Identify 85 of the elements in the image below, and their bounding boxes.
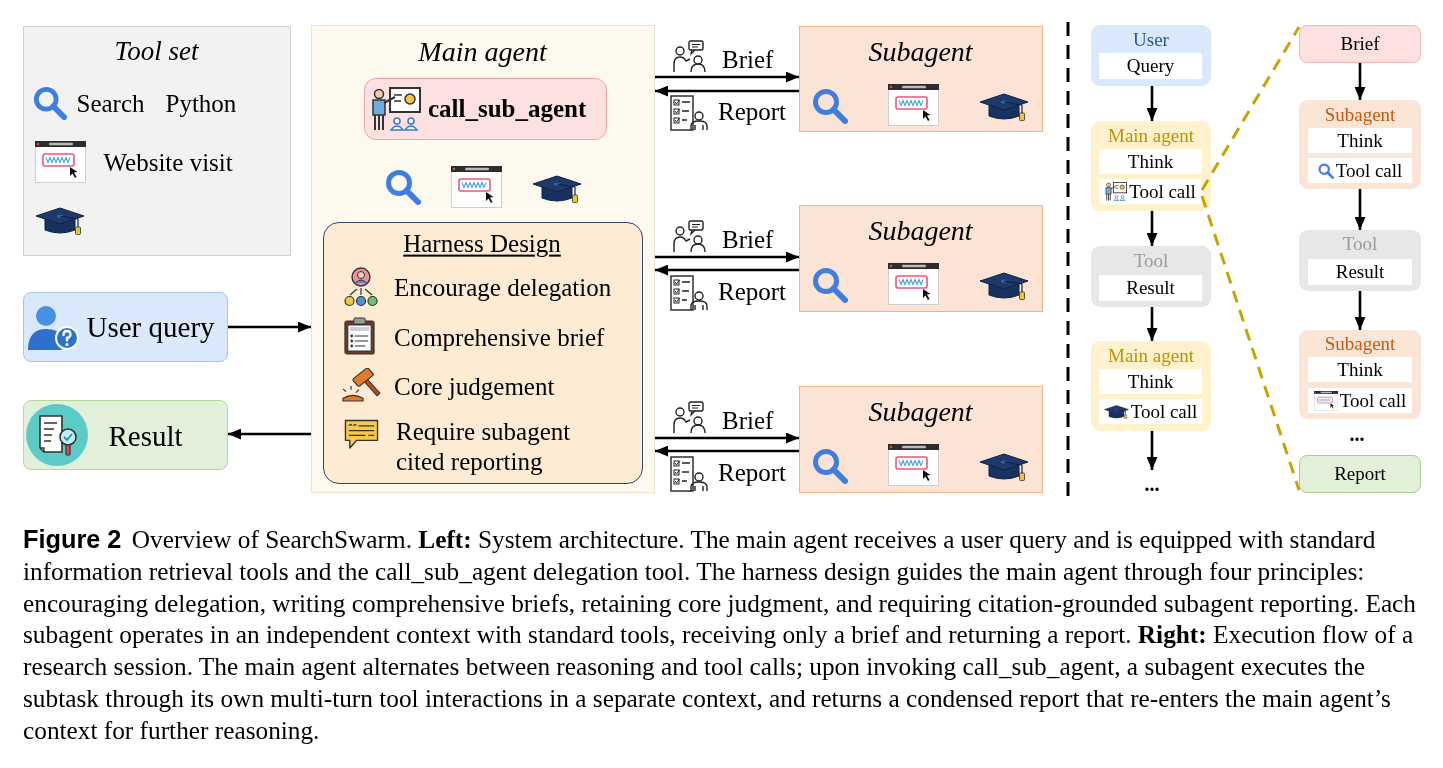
- panel-title: Subagent: [868, 35, 973, 68]
- step-label: Think: [1127, 370, 1174, 393]
- arrow: [228, 321, 311, 333]
- panel-title: Main agent: [418, 35, 547, 68]
- panel-title: Subagent: [868, 214, 973, 247]
- step-label: Think: [1337, 358, 1383, 381]
- harness-design-box: [322, 221, 643, 484]
- step-label: Result: [1335, 261, 1385, 283]
- step-label: Result: [1126, 277, 1175, 299]
- sub-step-box: [1099, 275, 1202, 301]
- function-box: [363, 77, 607, 140]
- sub-step-box: [1099, 179, 1202, 204]
- sub-step-box: [1308, 388, 1412, 413]
- step-label: Brief: [1340, 33, 1380, 55]
- ellipsis-text: ...: [1349, 422, 1365, 446]
- tool-set-panel: [23, 26, 291, 256]
- flow-step-box: [1299, 330, 1421, 419]
- step-label: Tool call: [1339, 389, 1407, 412]
- step-title: Main agent: [1108, 125, 1194, 147]
- flow-step-box: [1299, 230, 1421, 291]
- arrow: [655, 85, 799, 97]
- arrow: [1146, 211, 1158, 246]
- principle-label: Encourage delegation: [394, 273, 612, 303]
- flow-step-box: [1091, 121, 1211, 211]
- sub-step-box: [1099, 369, 1202, 394]
- dashed-line: [1200, 195, 1301, 491]
- flow-step-box: [1091, 246, 1211, 307]
- step-title: Subagent: [1324, 104, 1396, 126]
- arrow: [1146, 86, 1158, 121]
- tool-label: Python: [165, 89, 237, 118]
- sub-step-box: [1308, 259, 1412, 285]
- step-label: Tool call: [1335, 159, 1403, 182]
- input-box: [23, 292, 228, 362]
- arrow: [1354, 189, 1366, 230]
- step-label: Think: [1337, 129, 1383, 152]
- step-label: Think: [1127, 150, 1174, 173]
- arrow: [655, 432, 799, 444]
- step-title: Tool: [1342, 233, 1378, 255]
- step-title: Subagent: [1324, 333, 1396, 355]
- section-heading: Harness Design: [403, 229, 561, 259]
- sub-step-box: [1099, 149, 1202, 174]
- panel-title: Tool set: [114, 36, 199, 67]
- principle-label: Core judgement: [394, 372, 555, 402]
- arrow: [1354, 63, 1366, 100]
- node-label: Result: [108, 419, 183, 454]
- flow-step-box: [1091, 25, 1211, 86]
- tool-label: Search: [76, 89, 145, 118]
- principle-label: Comprehensive brief: [394, 323, 605, 353]
- arrow: [1146, 431, 1158, 470]
- arrow: [1354, 291, 1366, 330]
- step-label: Tool call: [1129, 180, 1196, 203]
- subagent-box: [799, 205, 1043, 312]
- subagent-box: [799, 386, 1043, 493]
- flow-step-box: [1091, 341, 1211, 431]
- main-agent-panel: [311, 25, 655, 493]
- figure-caption: Figure 2 Overview of SearchSwarm. Left: System architecture. The main agent receives a user query and is equipped with standard information retrieval tools and the call_sub_agent delegation tool. The harness design guides the main agent through four principles: encouraging delegation, writing comprehensive briefs, retaining core judgment, and requiring citation-grounded subagent reporting. Each subagent operates in an independent context with standard tools, receiving only a brief and returning a report. Right: Execution flow of a research session. The main agent alternates between reasoning and tool calls; upon invoking call_sub_agent, a subagent executes the subtask through its own multi-turn tool interactions in a separate context, and returns a condensed report that re-enters the main agent’s context for further reasoning.: [23, 524, 1417, 746]
- sub-step-box: [1099, 399, 1202, 424]
- arrow: [655, 445, 799, 457]
- sub-step-box: [1099, 53, 1202, 79]
- dashed-line: [1200, 26, 1301, 191]
- subagent-box: [799, 26, 1043, 132]
- arrow: [655, 251, 799, 263]
- principle-label: Require subagent cited reporting: [396, 417, 572, 477]
- node-label: User query: [86, 310, 215, 345]
- sub-step-box: [1308, 158, 1412, 183]
- step-label: Query: [1126, 55, 1175, 77]
- step-title: Main agent: [1108, 345, 1194, 367]
- step-label: Report: [1334, 463, 1386, 485]
- flow-step-box: [1299, 25, 1421, 63]
- arrow: [655, 264, 799, 276]
- flow-step-box: [1299, 100, 1421, 189]
- sub-step-box: [1308, 128, 1412, 153]
- flow-step-box: [1299, 455, 1421, 493]
- step-label: Tool call: [1130, 400, 1198, 423]
- step-title: User: [1133, 29, 1169, 51]
- output-box: [23, 400, 228, 470]
- sub-step-box: [1308, 357, 1412, 382]
- function-name: call_sub_agent: [428, 94, 587, 124]
- arrow: [1146, 307, 1158, 341]
- arrow: [655, 71, 799, 83]
- panel-title: Subagent: [868, 395, 973, 428]
- step-title: Tool: [1133, 250, 1169, 272]
- arrow: [228, 428, 311, 440]
- tool-label: Website visit: [103, 148, 233, 177]
- ellipsis-text: ...: [1144, 472, 1160, 496]
